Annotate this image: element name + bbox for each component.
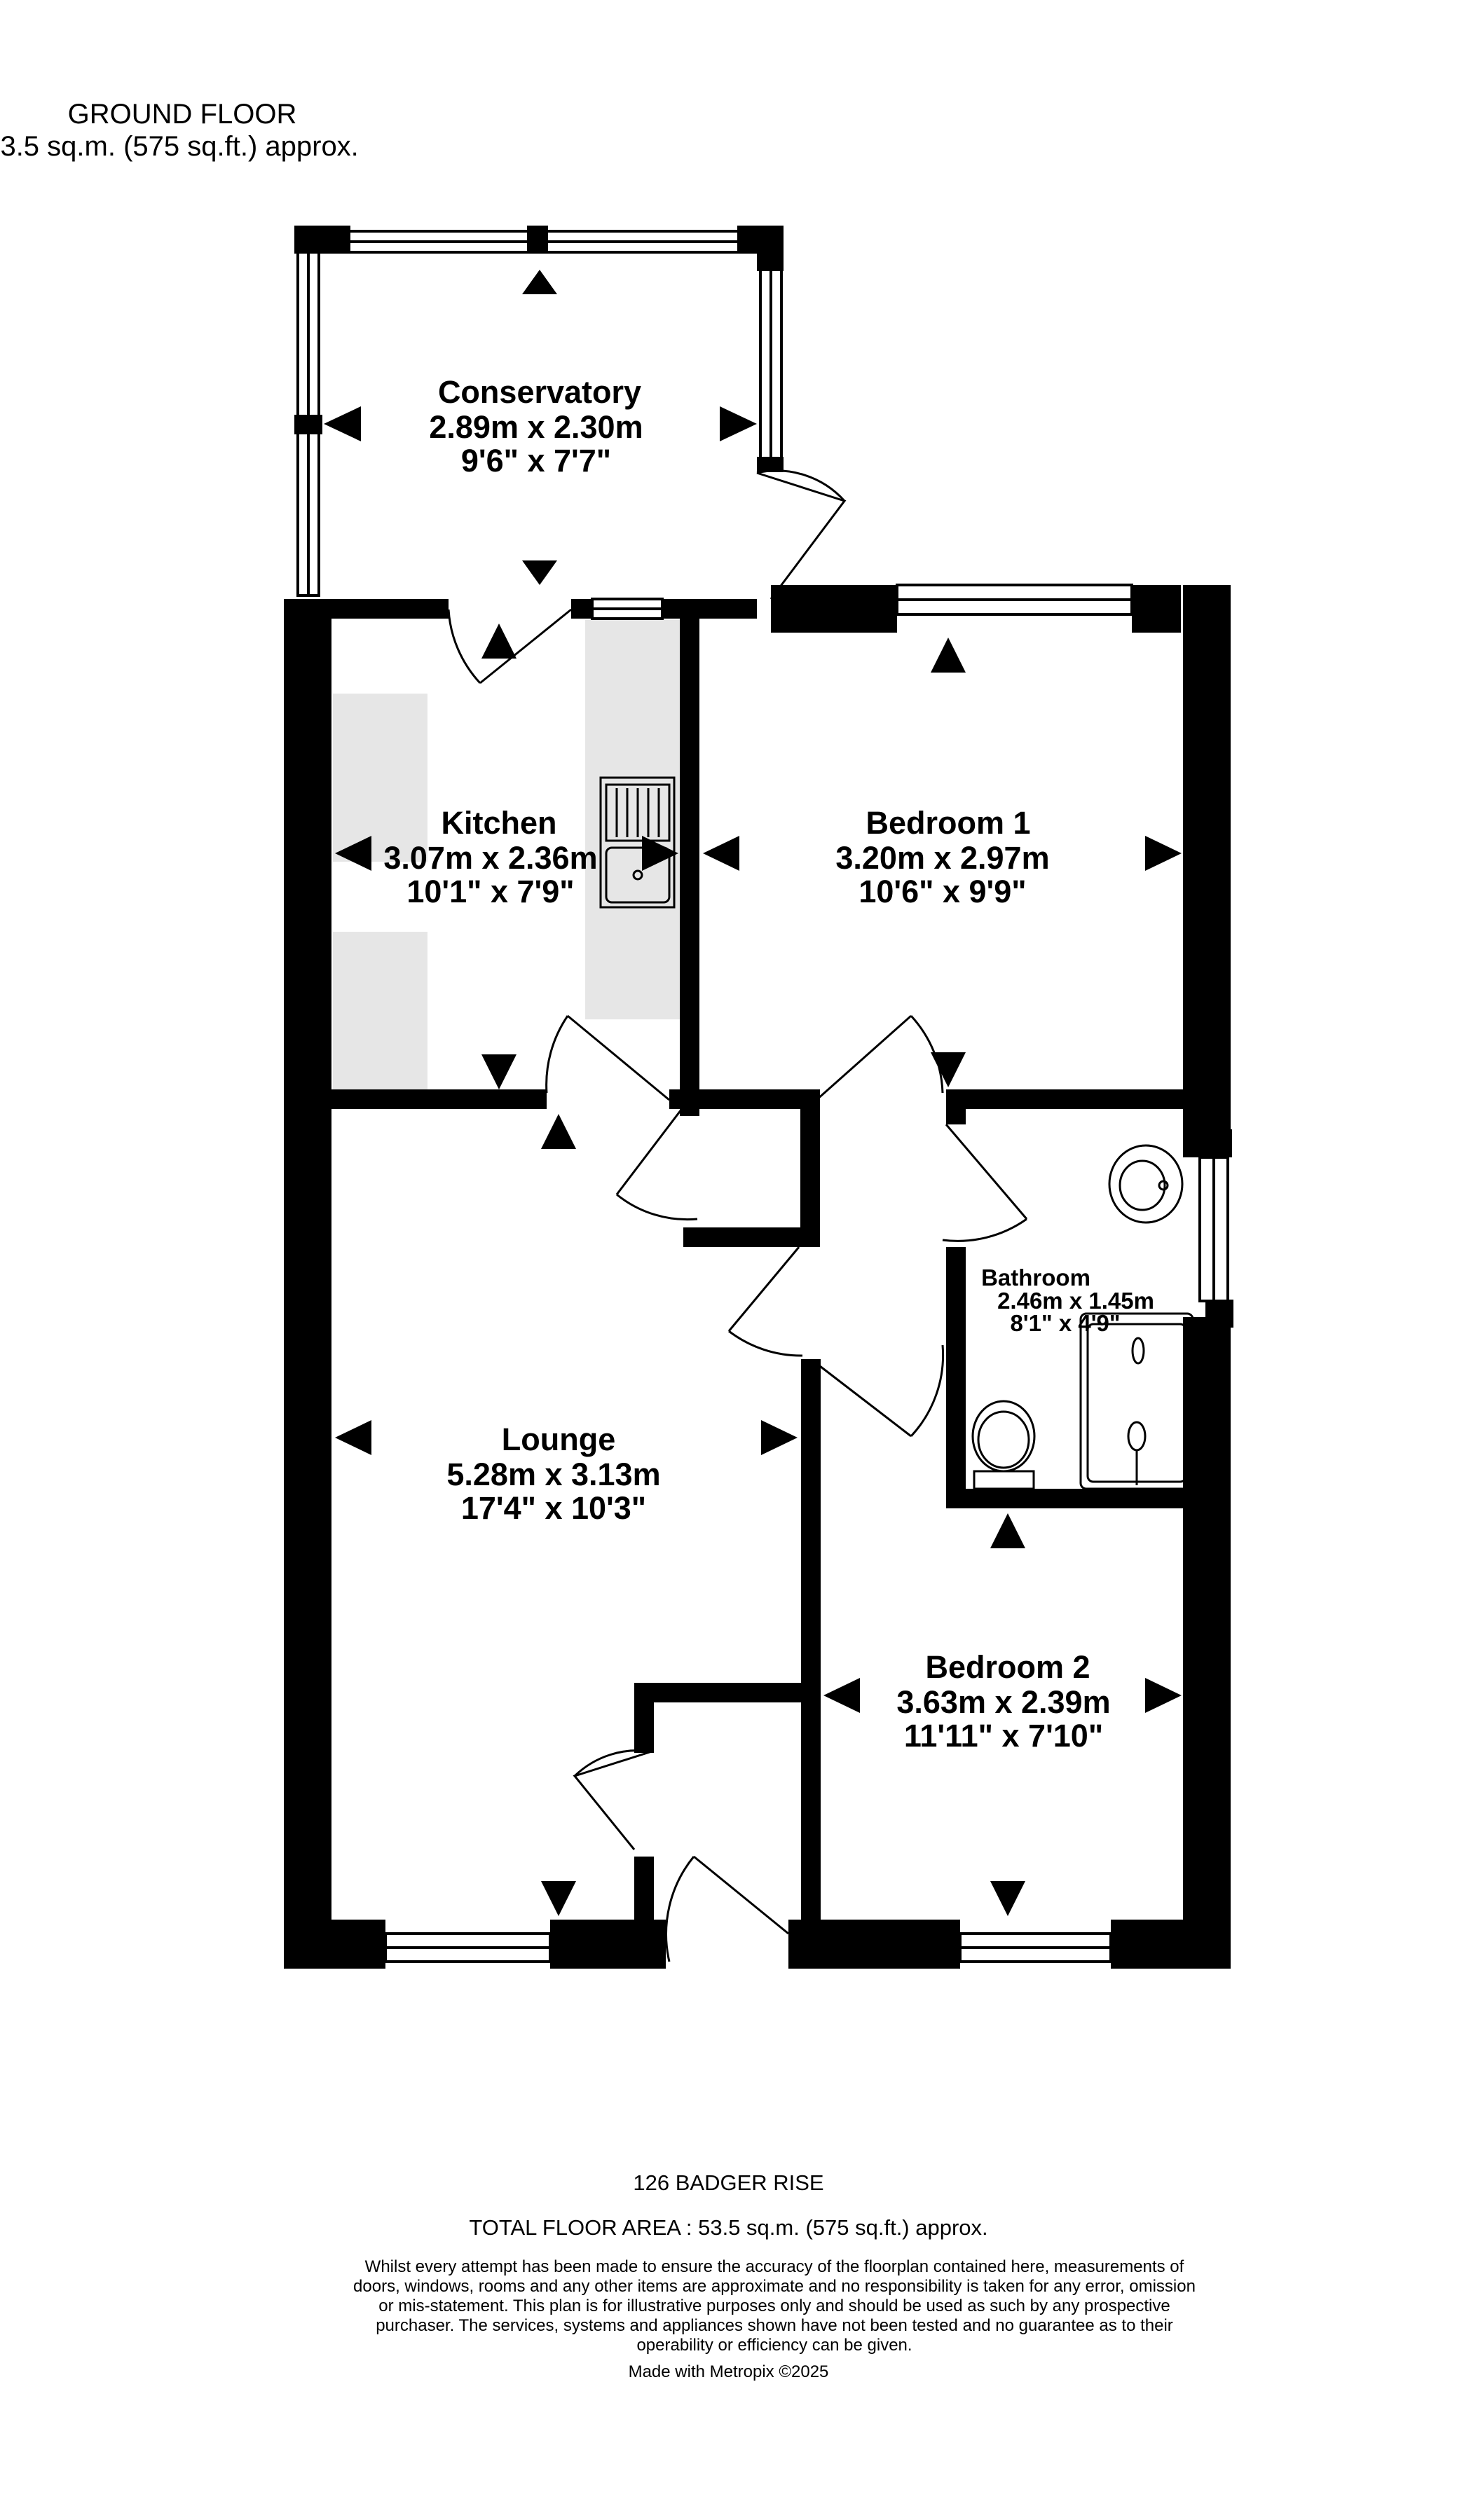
room-dim-imperial: 8'1" x 4'9"	[1010, 1310, 1120, 1336]
room-dim-metric: 2.89m x 2.30m	[429, 409, 643, 445]
credit: Made with Metropix ©2025	[628, 2362, 829, 2381]
room-dim-imperial: 9'6" x 7'7"	[461, 443, 611, 478]
room-dim-imperial: 11'11" x 7'10"	[904, 1718, 1103, 1754]
room-dim-imperial: 10'1" x 7'9"	[406, 874, 574, 909]
worktop-left-upper	[333, 694, 427, 862]
room-dim-metric: 2.46m x 1.45m	[997, 1288, 1154, 1314]
room-dim-metric: 3.07m x 2.36m	[383, 840, 597, 876]
room-name: Bedroom 2	[925, 1649, 1090, 1685]
disclaimer: Whilst every attempt has been made to en…	[353, 2257, 1196, 2355]
room-bedroom-2: Bedroom 2 3.63m x 2.39m 11'11" x 7'10"	[896, 1649, 1110, 1754]
dimension-arrows	[324, 270, 1182, 1916]
walls	[284, 584, 1233, 1969]
sink	[599, 776, 676, 909]
room-dim-imperial: 17'4" x 10'3"	[461, 1490, 646, 1526]
room-labels: Conservatory 2.89m x 2.30m 9'6" x 7'7" K…	[383, 374, 1154, 1754]
worktop-left-lower	[333, 932, 427, 1093]
room-dim-metric: 5.28m x 3.13m	[446, 1457, 660, 1492]
property-address: 126 BADGER RISE	[633, 2170, 824, 2195]
room-name: Bedroom 1	[866, 805, 1030, 841]
doors	[447, 469, 1028, 1962]
worktop-right	[585, 620, 680, 1019]
bathroom-fittings	[971, 1144, 1194, 1490]
room-name: Bathroom	[981, 1265, 1090, 1290]
room-kitchen: Kitchen 3.07m x 2.36m 10'1" x 7'9"	[383, 805, 597, 909]
room-bathroom: Bathroom 2.46m x 1.45m 8'1" x 4'9"	[981, 1265, 1154, 1336]
room-dim-imperial: 10'6" x 9'9"	[859, 874, 1026, 909]
total-floor-area: TOTAL FLOOR AREA : 53.5 sq.m. (575 sq.ft…	[469, 2215, 988, 2240]
shower-tray	[1079, 1312, 1194, 1490]
toilet	[973, 1470, 1035, 1490]
room-conservatory: Conservatory 2.89m x 2.30m 9'6" x 7'7"	[429, 374, 643, 478]
room-name: Lounge	[502, 1421, 615, 1457]
basin	[1108, 1144, 1184, 1224]
room-dim-metric: 3.20m x 2.97m	[835, 840, 1049, 876]
room-name: Conservatory	[438, 374, 641, 410]
room-bedroom-1: Bedroom 1 3.20m x 2.97m 10'6" x 9'9"	[835, 805, 1049, 909]
floor-area: 53.5 sq.m. (575 sq.ft.) approx.	[0, 131, 359, 162]
room-lounge: Lounge 5.28m x 3.13m 17'4" x 10'3"	[446, 1421, 660, 1526]
room-dim-metric: 3.63m x 2.39m	[896, 1684, 1110, 1720]
floor-label: GROUND FLOOR	[67, 99, 297, 130]
floor-header: GROUND FLOOR 53.5 sq.m. (575 sq.ft.) app…	[0, 98, 364, 163]
room-name: Kitchen	[441, 805, 556, 841]
